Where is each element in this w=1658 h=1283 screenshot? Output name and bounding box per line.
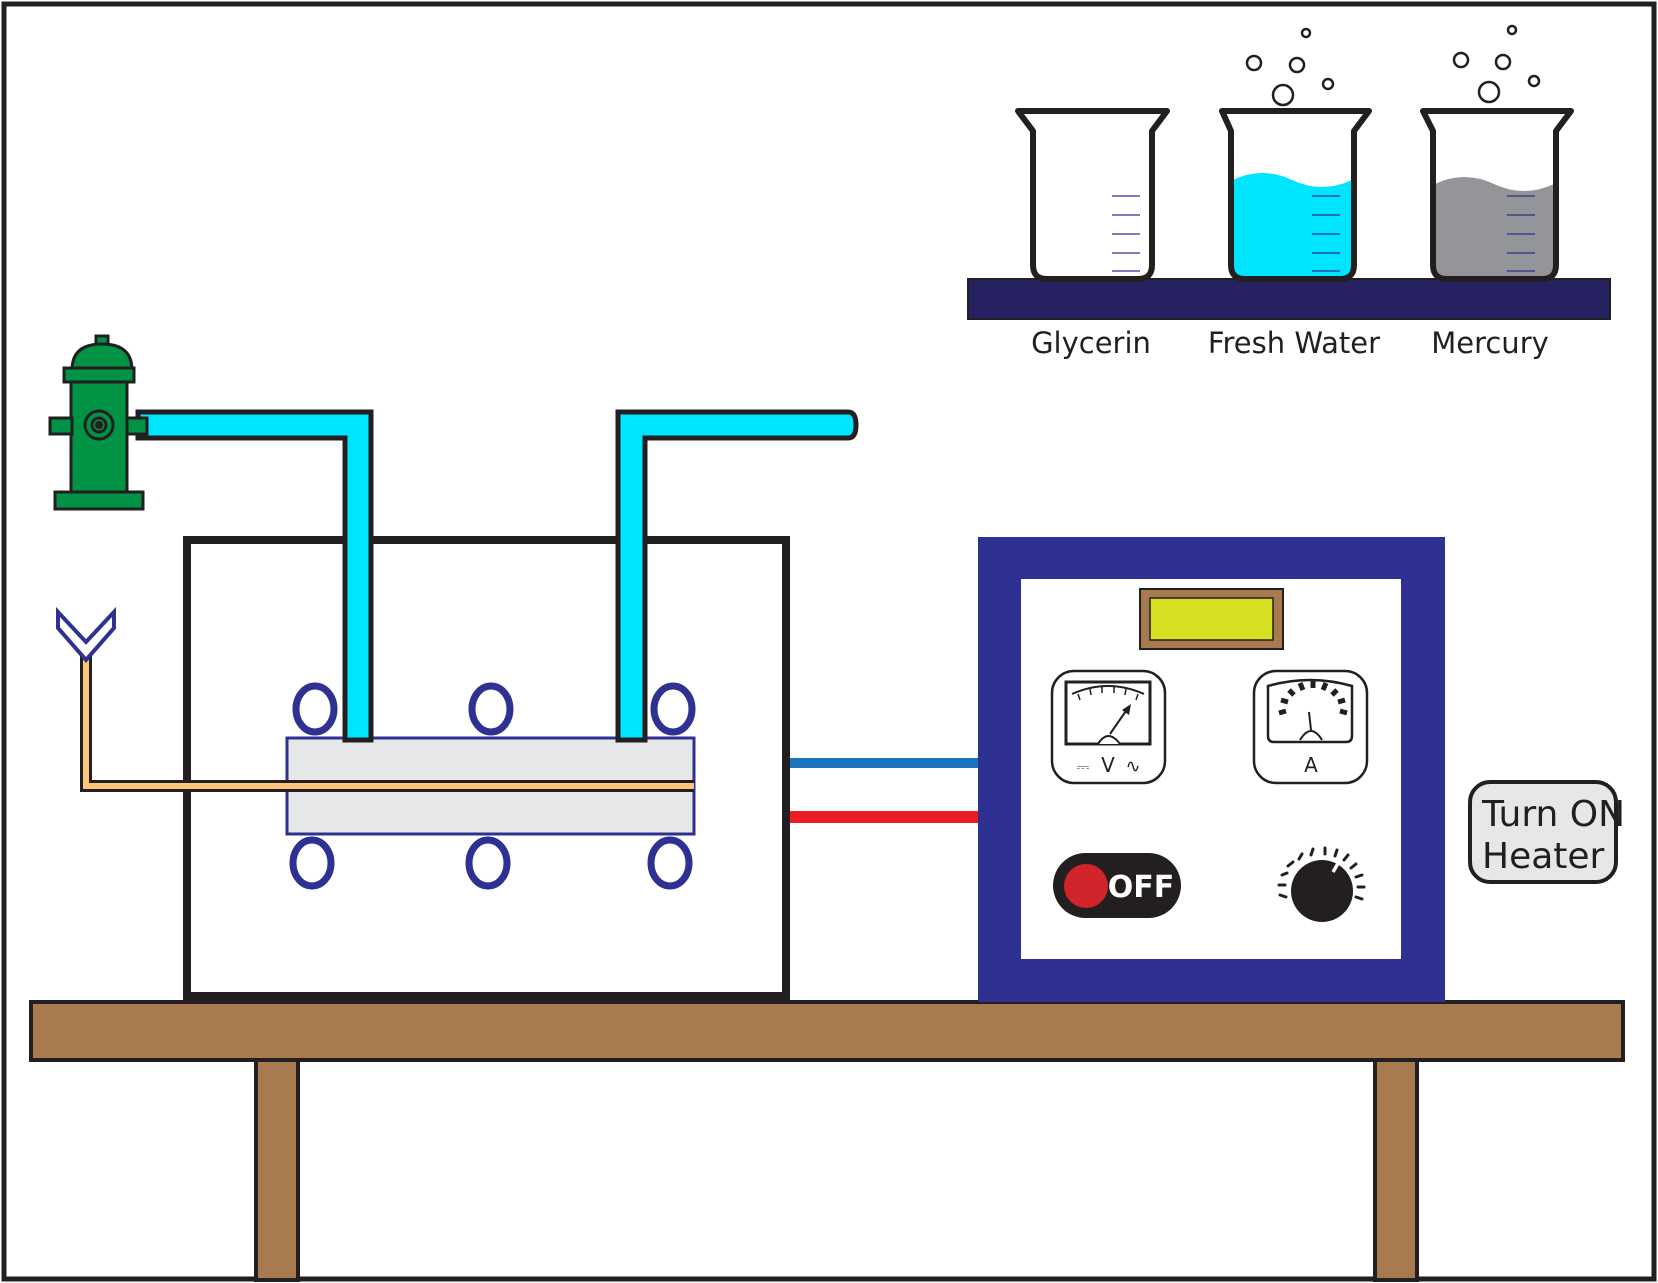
water-outlet-pipe (615, 409, 859, 743)
beaker-glass (1015, 108, 1170, 282)
wire-red (790, 811, 978, 823)
power-indicator (1064, 864, 1108, 908)
beaker-mercury[interactable] (1420, 24, 1574, 282)
beaker-label-mercury: Mercury (1431, 326, 1549, 360)
voltmeter: ⎓ V ∿ (1050, 669, 1167, 785)
wire-blue (790, 758, 978, 768)
digital-display-screen (1149, 597, 1274, 641)
beaker-glycerin[interactable] (1015, 108, 1170, 282)
power-switch-label: OFF (1108, 870, 1175, 905)
voltmeter-label: V (1101, 753, 1115, 777)
tube-rings (289, 682, 696, 890)
turn-on-heater-button[interactable]: Turn ON Heater (1468, 780, 1626, 884)
beaker-liquid-water (1233, 173, 1352, 279)
ammeter-label: A (1304, 753, 1318, 777)
heater-button-line1: Turn ON (1482, 794, 1626, 835)
water-inlet-pipe (135, 409, 374, 743)
beaker-liquid-mercury (1435, 177, 1554, 279)
heater-button-line2: Heater (1482, 836, 1605, 877)
fire-hydrant-icon (48, 334, 149, 511)
control-knob[interactable] (1277, 846, 1366, 922)
beaker-graduation-marks (1112, 195, 1140, 272)
table-leg-right (1373, 1056, 1419, 1282)
beaker-label-fresh-water: Fresh Water (1208, 326, 1380, 360)
beaker-graduation-marks (1312, 195, 1340, 272)
table-leg-left (254, 1056, 300, 1282)
voltmeter-dc-symbol: ⎓ (1077, 757, 1090, 776)
table-top (29, 1000, 1625, 1062)
power-switch[interactable]: OFF (1053, 853, 1181, 918)
ammeter: A (1252, 669, 1369, 785)
bubbles (1452, 24, 1541, 104)
beaker-glass (1219, 108, 1372, 282)
beaker-glass (1420, 108, 1574, 282)
gas-inlet-funnel-icon[interactable] (56, 606, 116, 664)
beaker-fresh-water[interactable] (1219, 27, 1372, 282)
voltmeter-ac-symbol: ∿ (1125, 756, 1140, 777)
beaker-shelf (967, 278, 1611, 320)
beaker-graduation-marks (1507, 195, 1535, 272)
beaker-label-glycerin: Glycerin (1031, 326, 1151, 360)
bubbles (1245, 27, 1335, 107)
